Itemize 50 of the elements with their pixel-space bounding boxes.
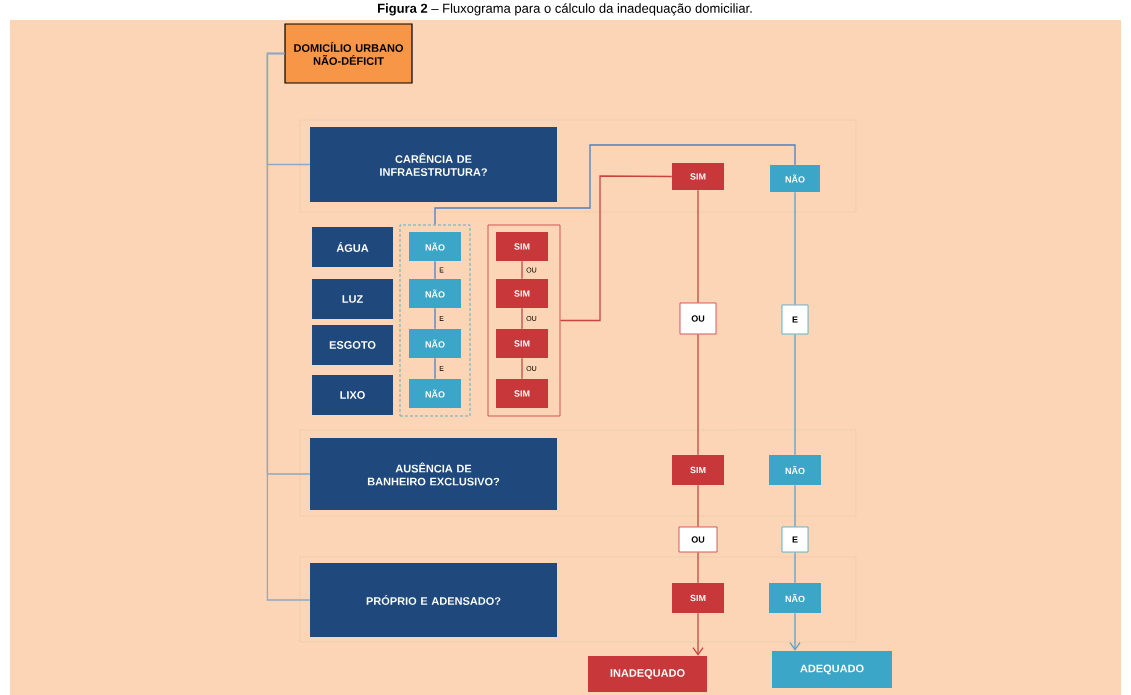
answer-box: SIM <box>672 583 724 613</box>
connector <box>434 144 796 226</box>
answer-box: SIM <box>672 163 724 190</box>
operator-box: OU <box>679 302 717 335</box>
answer-box: NÃO <box>409 279 461 308</box>
question-box: AUSÊNCIA DE BANHEIRO EXCLUSIVO? <box>310 438 557 510</box>
connector <box>521 357 523 380</box>
decision-box: DOMICÍLIO URBANO NÃO-DÉFICIT <box>284 23 413 84</box>
connector <box>521 307 523 330</box>
operator-box: E <box>781 526 809 553</box>
question-box: ÁGUA <box>312 227 393 267</box>
answer-box: NÃO <box>770 165 820 192</box>
question-box: CARÊNCIA DE INFRAESTRUTURA? <box>310 127 557 202</box>
connector <box>434 357 436 380</box>
operator-box: OU <box>678 526 718 553</box>
answer-box: SIM <box>496 232 548 261</box>
answer-box: NÃO <box>409 379 461 408</box>
answer-box: NÃO <box>769 455 821 485</box>
answer-box: SIM <box>496 329 548 358</box>
connector <box>434 307 436 330</box>
connector <box>434 260 436 280</box>
connector <box>794 551 796 584</box>
answer-box: SIM <box>496 379 548 408</box>
answer-box: SIM <box>496 279 548 308</box>
connector <box>789 612 801 651</box>
answer-box: NÃO <box>769 583 821 613</box>
connector <box>794 333 796 456</box>
connector <box>794 191 796 306</box>
connector <box>697 189 699 304</box>
question-box: LUZ <box>312 279 393 319</box>
answer-box: INADEQUADO <box>588 656 707 692</box>
question-box: LIXO <box>312 375 393 415</box>
connector <box>697 484 699 528</box>
question-box: ESGOTO <box>312 325 393 365</box>
connector <box>559 175 673 322</box>
group-frame <box>487 224 561 417</box>
connector <box>697 333 699 456</box>
connector <box>794 484 796 528</box>
connector <box>697 551 699 584</box>
answer-box: NÃO <box>409 329 461 358</box>
answer-box: ADEQUADO <box>772 651 892 688</box>
connector <box>692 612 704 656</box>
connector <box>521 260 523 280</box>
question-box: PRÓPRIO E ADENSADO? <box>310 563 557 637</box>
answer-box: NÃO <box>409 232 461 261</box>
connector <box>266 52 311 601</box>
figure-title: Figura 2 – Fluxograma para o cálculo da inadequação domiciliar. <box>378 3 752 16</box>
group-frame <box>399 224 471 417</box>
answer-box: SIM <box>672 455 724 485</box>
operator-box: E <box>781 304 809 335</box>
